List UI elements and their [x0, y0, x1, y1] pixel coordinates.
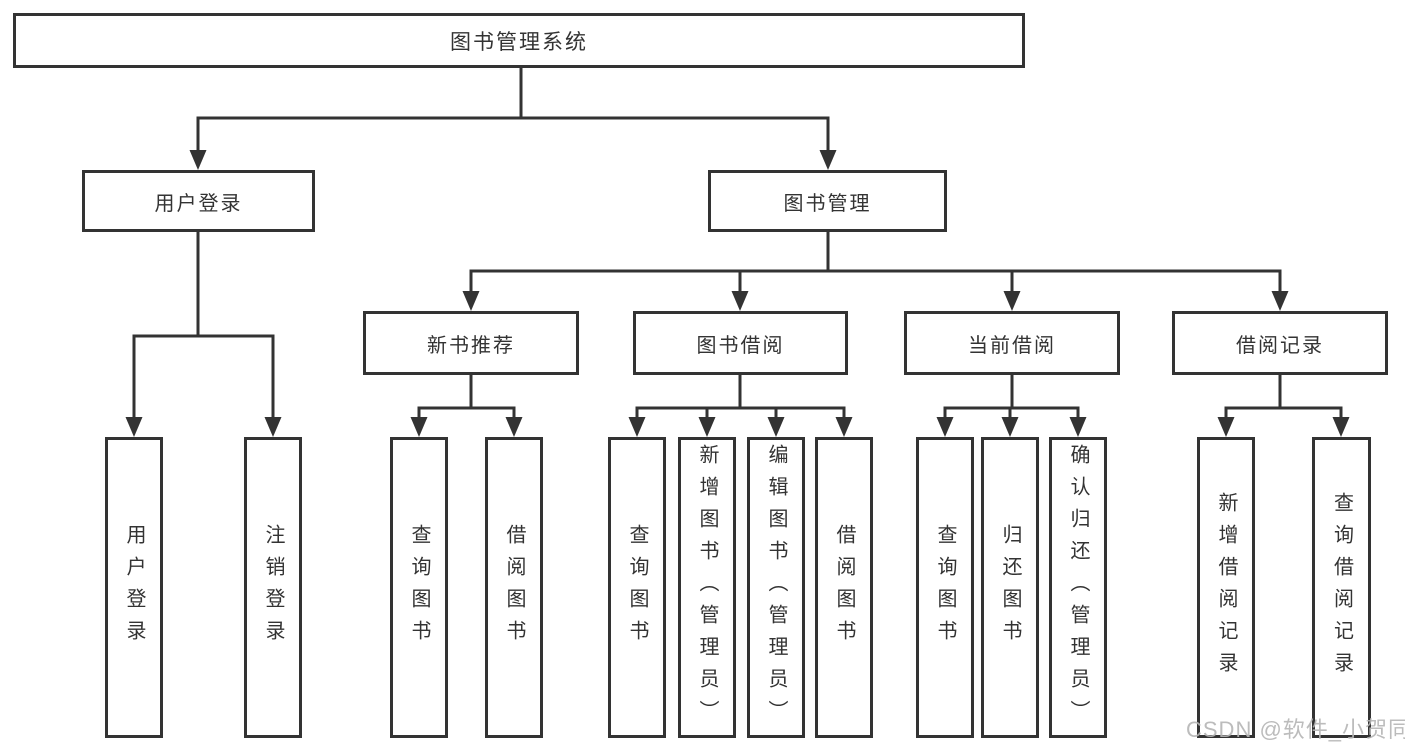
node-label: 借阅图书	[503, 523, 525, 652]
node-borrowing-records: 借阅记录	[1172, 311, 1388, 375]
arrowhead-down-icon	[1001, 417, 1019, 437]
node-label: 用户登录	[154, 192, 243, 215]
node-label: 当前借阅	[968, 334, 1056, 357]
arrowhead-down-icon	[1003, 291, 1021, 311]
arrowhead-down-icon	[1271, 291, 1289, 311]
arrowhead-down-icon	[410, 417, 428, 437]
node-label: 用户登录	[123, 523, 145, 652]
node-label: 新增借阅记录	[1215, 491, 1237, 684]
arrowhead-down-icon	[819, 150, 837, 170]
node-leaf-logout: 注销登录	[244, 437, 302, 738]
node-leaf-user-login: 用户登录	[105, 437, 163, 738]
node-label: 查询借阅记录	[1330, 491, 1353, 684]
arrowhead-down-icon	[936, 417, 954, 437]
node-label: 借阅记录	[1236, 334, 1324, 357]
node-label: 注销登录	[262, 523, 284, 652]
node-new-book-recommendation: 新书推荐	[363, 311, 579, 375]
arrowhead-down-icon	[767, 417, 785, 437]
node-book-borrowing: 图书借阅	[633, 311, 848, 375]
node-root-library-system: 图书管理系统	[13, 13, 1025, 68]
arrowhead-down-icon	[189, 150, 207, 170]
arrowhead-down-icon	[264, 417, 282, 437]
arrowhead-down-icon	[628, 417, 646, 437]
arrowhead-down-icon	[462, 291, 480, 311]
node-label: 图书管理	[783, 192, 872, 215]
watermark: CSDN @软件_小贺同学	[1186, 717, 1405, 742]
node-label: 图书管理系统	[450, 30, 588, 54]
node-label: 归还图书	[999, 523, 1021, 652]
node-leaf-query-books-recommend: 查询图书	[390, 437, 448, 738]
arrowhead-down-icon	[1069, 417, 1087, 437]
node-user-login: 用户登录	[82, 170, 315, 232]
node-label: 编辑图书（管理员）	[765, 443, 787, 732]
arrowhead-down-icon	[1332, 417, 1350, 437]
node-leaf-query-books-current: 查询图书	[916, 437, 974, 738]
node-label: 查询图书	[626, 523, 648, 652]
arrowhead-down-icon	[698, 417, 716, 437]
node-leaf-confirm-return-admin: 确认归还（管理员）	[1049, 437, 1107, 738]
node-leaf-return-book: 归还图书	[981, 437, 1039, 738]
node-leaf-edit-book-admin: 编辑图书（管理员）	[747, 437, 805, 738]
node-label: 确认归还（管理员）	[1067, 443, 1089, 732]
node-label: 借阅图书	[833, 523, 855, 652]
node-label: 新增图书（管理员）	[696, 443, 718, 732]
node-label: 图书借阅	[696, 334, 785, 357]
node-leaf-add-book-admin: 新增图书（管理员）	[678, 437, 736, 738]
node-label: 新书推荐	[427, 334, 515, 357]
node-book-management: 图书管理	[708, 170, 947, 232]
node-leaf-query-books-borrow: 查询图书	[608, 437, 666, 738]
node-label: 查询图书	[934, 523, 956, 652]
node-current-borrowing: 当前借阅	[904, 311, 1120, 375]
arrowhead-down-icon	[835, 417, 853, 437]
arrowhead-down-icon	[1217, 417, 1235, 437]
node-leaf-add-borrow-record: 新增借阅记录	[1197, 437, 1255, 738]
node-leaf-borrow-books-recommend: 借阅图书	[485, 437, 543, 738]
arrowhead-down-icon	[125, 417, 143, 437]
node-leaf-borrow-books: 借阅图书	[815, 437, 873, 738]
arrowhead-down-icon	[731, 291, 749, 311]
node-leaf-query-borrow-record: 查询借阅记录	[1312, 437, 1371, 738]
arrowhead-down-icon	[505, 417, 523, 437]
node-label: 查询图书	[408, 523, 430, 652]
